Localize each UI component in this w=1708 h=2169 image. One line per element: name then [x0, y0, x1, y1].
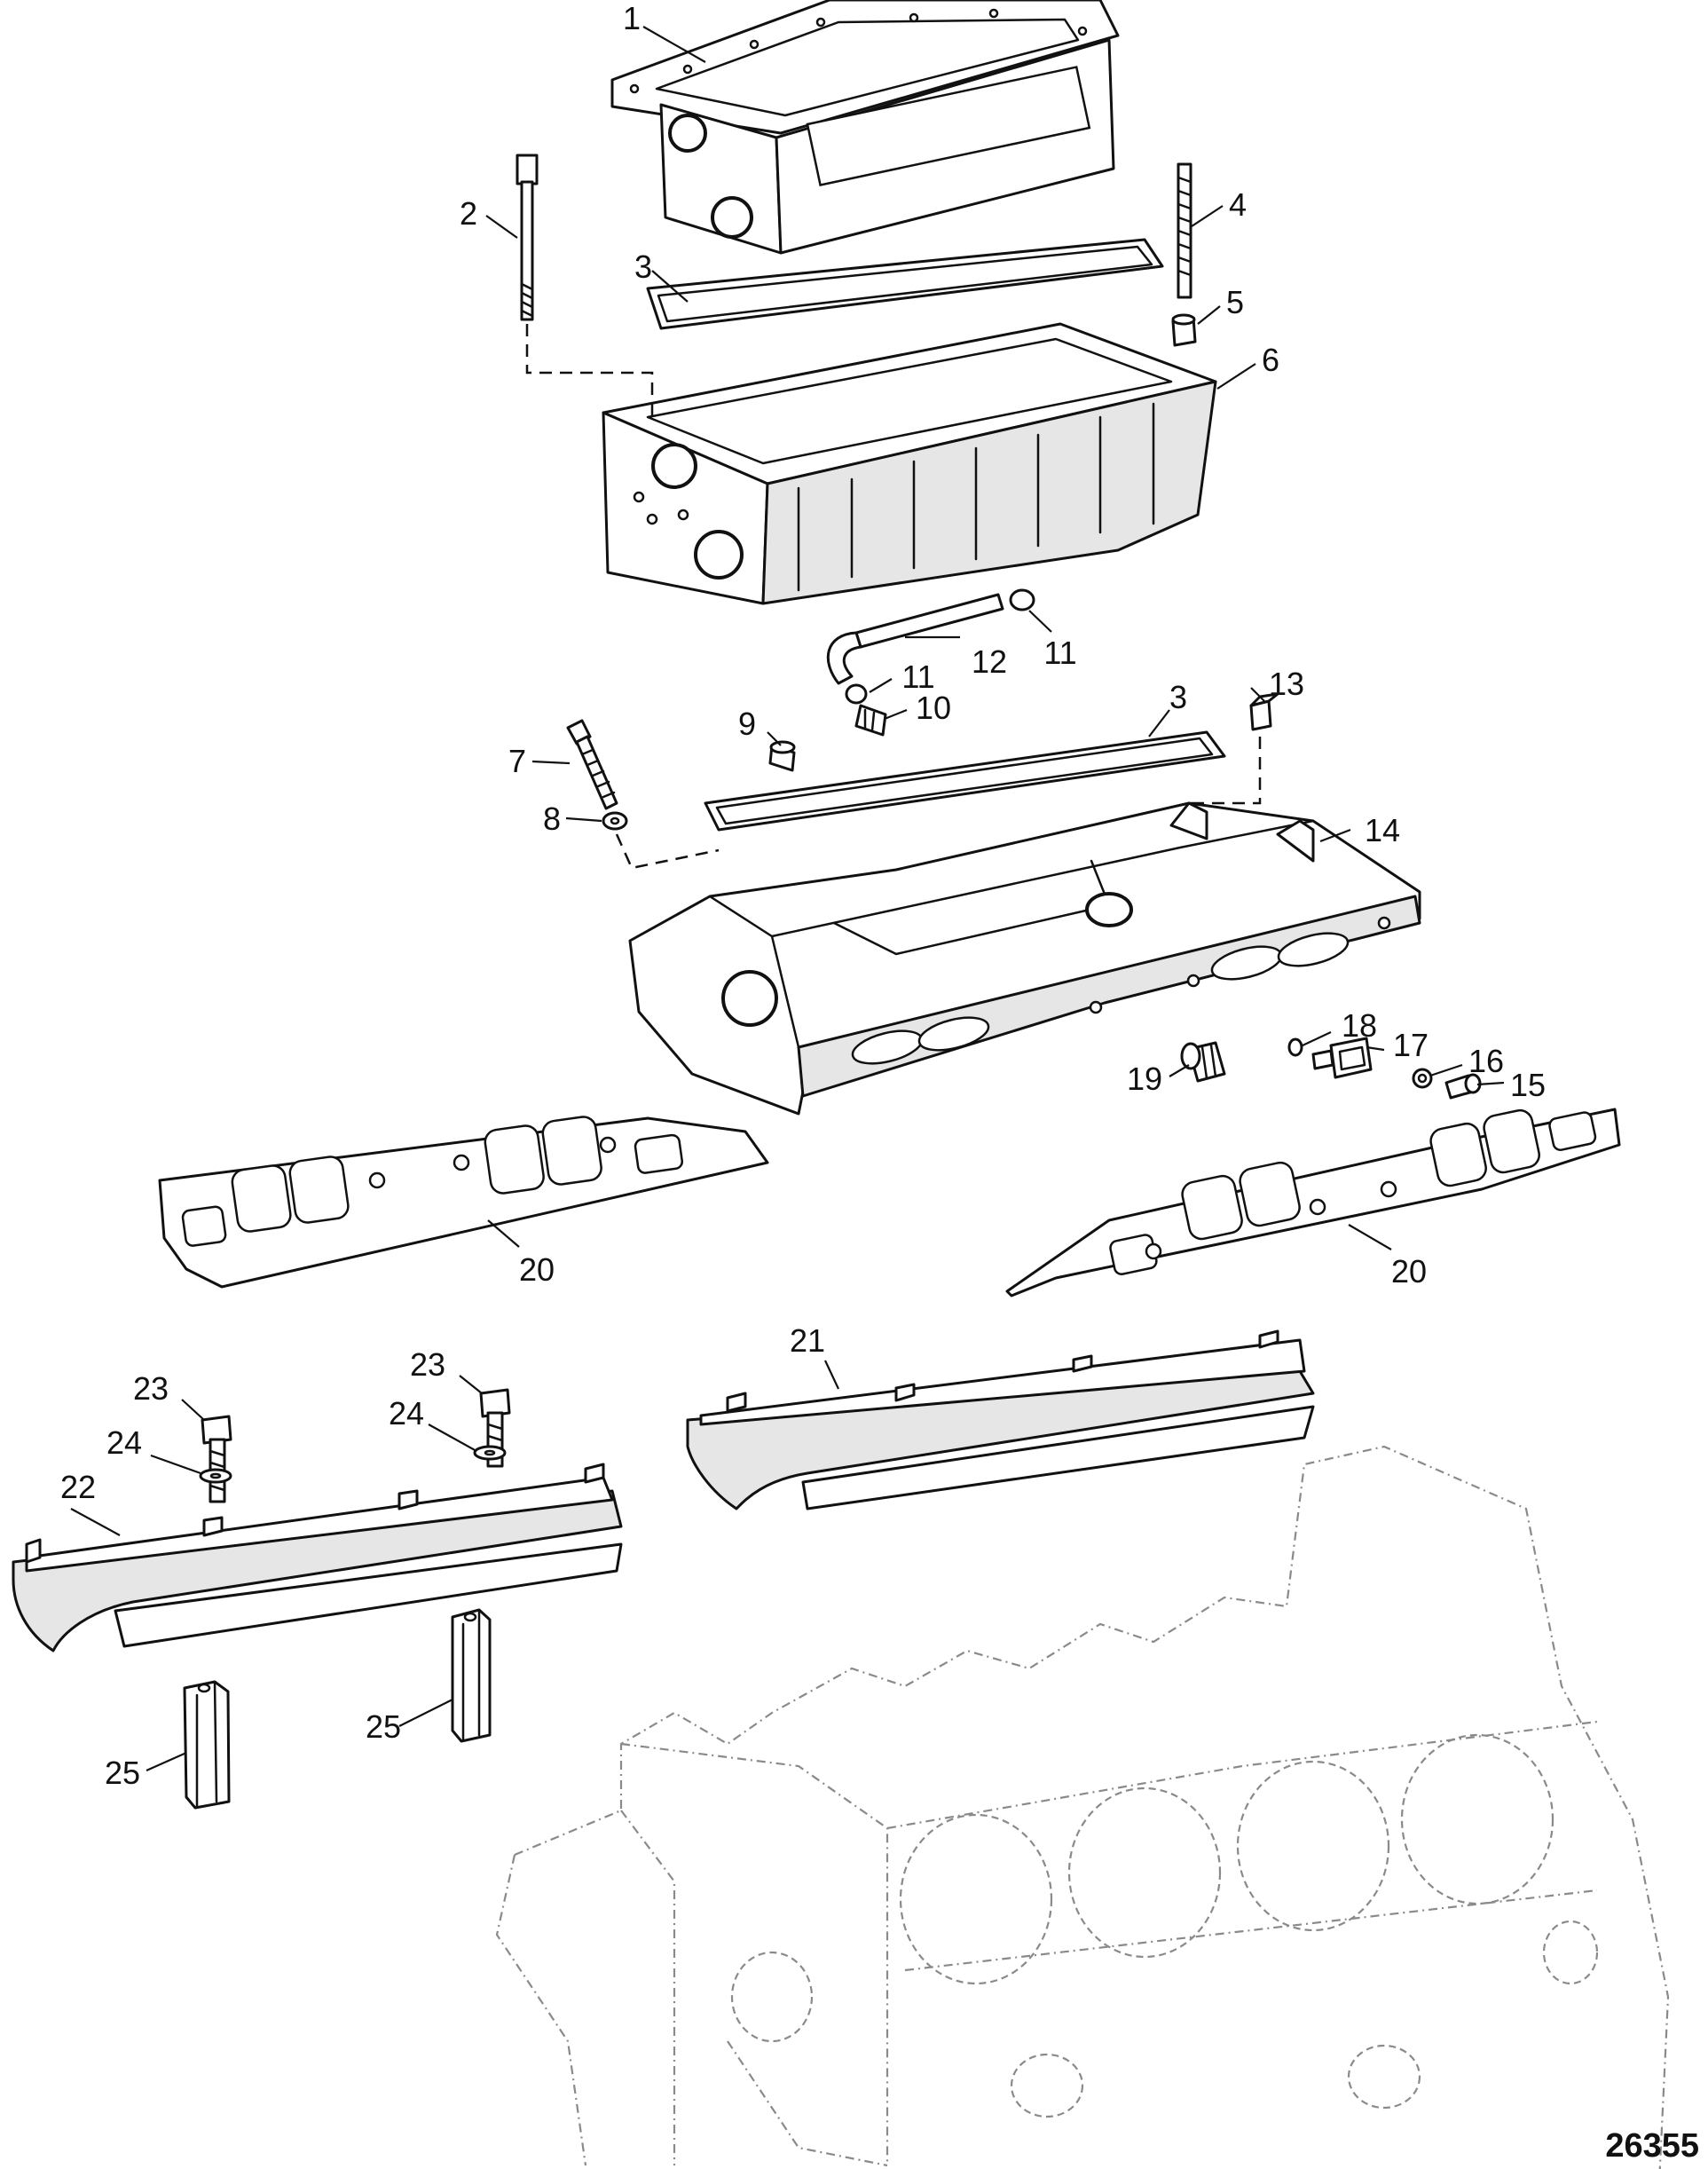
callout-10: 10	[916, 690, 951, 726]
callout-22: 22	[60, 1469, 96, 1505]
part-5-nut	[1171, 313, 1197, 347]
part-20-gasket-right	[1005, 1108, 1621, 1297]
part-2-bolt	[516, 154, 539, 321]
callout-25-right: 25	[366, 1708, 401, 1745]
part-7-bolt	[566, 719, 618, 810]
callout-13: 13	[1269, 666, 1304, 702]
part-4-stud	[1177, 162, 1192, 299]
callout-3-lower: 3	[1169, 679, 1187, 715]
part-15-screw	[1444, 1073, 1482, 1100]
part-9-plug	[768, 740, 796, 772]
part-22-cover	[12, 1463, 623, 1652]
callout-7: 7	[508, 743, 526, 779]
callout-24-right: 24	[389, 1395, 424, 1432]
part-3-gasket-lower	[704, 730, 1226, 832]
callout-17: 17	[1393, 1027, 1429, 1063]
callout-15: 15	[1510, 1067, 1546, 1103]
callout-21: 21	[790, 1322, 825, 1359]
engine-block-phantom	[495, 1445, 1670, 2169]
part-18-o-ring	[1287, 1037, 1303, 1057]
callout-19: 19	[1127, 1061, 1162, 1097]
callout-20-right: 20	[1391, 1253, 1427, 1290]
callout-16: 16	[1468, 1043, 1504, 1079]
callout-20-left: 20	[519, 1251, 555, 1288]
callout-25-left: 25	[105, 1755, 140, 1791]
part-17-sensor	[1311, 1037, 1373, 1079]
part-25-spacer-left	[183, 1680, 231, 1810]
part-10-fitting	[854, 704, 887, 737]
callout-14: 14	[1365, 812, 1400, 848]
callout-labels: 1 2 3 4 5 6 11 12 11 10 9 3 13 7 8 14 18…	[60, 0, 1546, 1791]
callout-23-left: 23	[133, 1370, 169, 1407]
callout-2: 2	[460, 195, 477, 232]
callout-12: 12	[972, 643, 1007, 680]
callout-8: 8	[543, 801, 561, 837]
callout-3-upper: 3	[634, 248, 652, 285]
callout-5: 5	[1226, 284, 1244, 320]
alignment-line-13-14	[1185, 737, 1262, 805]
part-23-bolt-left	[201, 1415, 232, 1503]
part-20-gasket-left	[158, 1116, 769, 1289]
part-16-washer	[1412, 1068, 1433, 1089]
part-13-block	[1249, 692, 1279, 731]
part-21-cover	[686, 1329, 1315, 1510]
callout-11-lower: 11	[901, 659, 934, 695]
alignment-line-8-14	[615, 833, 720, 870]
callout-9: 9	[738, 706, 756, 742]
callout-1: 1	[623, 0, 641, 36]
leader-lines	[70, 26, 1505, 1772]
callout-24-left: 24	[106, 1424, 142, 1461]
alignment-line-2-6	[525, 324, 654, 417]
part-3-gasket-upper	[646, 238, 1164, 330]
callout-6: 6	[1262, 342, 1279, 378]
part-14-intake-manifold	[628, 801, 1421, 1116]
part-12-hose	[826, 593, 1004, 685]
part-25-spacer-right	[451, 1608, 492, 1743]
part-11-clamp-lower	[845, 683, 868, 705]
part-6-plenum	[602, 322, 1217, 605]
part-11-clamp-upper	[1009, 588, 1035, 611]
part-24-washer-right	[473, 1445, 507, 1461]
callout-11-upper: 11	[1043, 635, 1076, 671]
callout-18: 18	[1342, 1007, 1377, 1044]
part-19-fitting	[1180, 1041, 1226, 1083]
part-24-washer-left	[199, 1468, 232, 1484]
callout-23-right: 23	[410, 1346, 445, 1383]
callout-4: 4	[1229, 186, 1247, 223]
figure-code: 26355	[1605, 2127, 1699, 2165]
part-1-cover	[610, 0, 1120, 255]
part-8-washer	[602, 811, 628, 831]
